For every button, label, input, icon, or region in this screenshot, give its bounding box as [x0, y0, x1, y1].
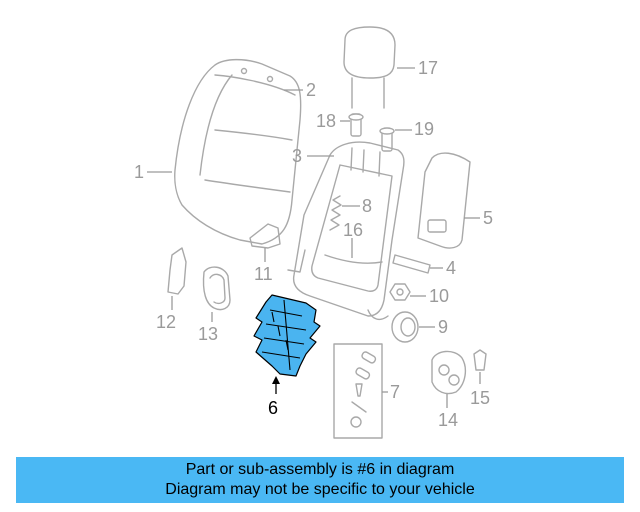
label-13: 13 — [198, 324, 218, 344]
label-6: 6 — [268, 398, 278, 418]
label-11: 11 — [254, 264, 273, 284]
part-6-lumbar-support-highlighted[interactable] — [253, 294, 321, 377]
part-15-clip[interactable] — [473, 349, 487, 371]
part-4-trim-strip[interactable] — [392, 254, 431, 274]
part-7-hardware-kit[interactable] — [333, 343, 383, 439]
banner-line-1: Part or sub-assembly is #6 in diagram — [185, 461, 455, 478]
label-1: 1 — [134, 162, 144, 182]
label-16: 16 — [343, 220, 363, 240]
label-9: 9 — [438, 317, 448, 337]
label-17: 17 — [418, 58, 438, 78]
label-15: 15 — [470, 388, 490, 408]
part-5-back-panel[interactable] — [417, 152, 471, 249]
part-11-bracket[interactable] — [249, 223, 281, 249]
part-13-cover[interactable] — [202, 266, 231, 311]
label-2: 2 — [306, 80, 316, 100]
part-12-hinge[interactable] — [167, 247, 187, 295]
part-8-spring[interactable] — [329, 195, 342, 231]
part-14-cover[interactable] — [431, 350, 467, 395]
part-10-nut[interactable] — [389, 283, 411, 301]
part-9-knob[interactable] — [391, 311, 419, 343]
label-4: 4 — [446, 258, 456, 278]
parts-diagram: 1 2 17 18 19 3 8 16 5 — [134, 26, 493, 439]
part-19-guide[interactable] — [379, 127, 395, 152]
part-1-seat-back-cushion[interactable] — [174, 58, 302, 245]
label-7: 7 — [390, 382, 400, 402]
label-8: 8 — [362, 196, 372, 216]
label-10: 10 — [429, 286, 449, 306]
part-17-headrest[interactable] — [343, 26, 396, 109]
label-19: 19 — [414, 119, 434, 139]
banner-line-2: Diagram may not be specific to your vehi… — [165, 481, 475, 498]
label-3: 3 — [292, 146, 302, 166]
label-12: 12 — [156, 312, 176, 332]
part-3-seat-back-frame[interactable] — [287, 141, 405, 321]
label-5: 5 — [483, 208, 493, 228]
info-banner: Part or sub-assembly is #6 in diagram Di… — [16, 457, 624, 503]
label-18: 18 — [316, 111, 336, 131]
part-18-guide[interactable] — [348, 113, 364, 137]
label-14: 14 — [438, 410, 458, 430]
